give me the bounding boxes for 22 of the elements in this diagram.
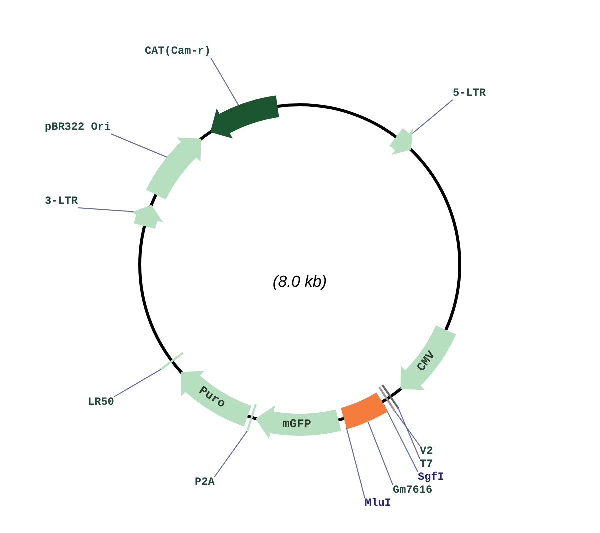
leader-line: [346, 426, 366, 498]
feature-label: P2A: [195, 477, 215, 489]
leader-line: [410, 100, 454, 136]
leader-line: [394, 410, 420, 446]
feature-label: V2: [420, 446, 434, 458]
feature-label: LR50: [88, 397, 114, 409]
plasmid-size: (8.0 kb): [272, 274, 328, 292]
feature-label: pBR322 Ori: [45, 122, 112, 134]
leader-line: [210, 58, 240, 106]
leader-line: [110, 134, 168, 158]
feature-label: Gm7616: [393, 485, 433, 497]
leader-line: [114, 369, 162, 398]
feature-label: 5-LTR: [453, 88, 486, 100]
leader-line: [368, 421, 394, 486]
leader-line: [398, 408, 420, 460]
leader-line: [214, 430, 248, 478]
feature-label: mGFP: [282, 418, 312, 432]
feature-label: SgfI: [418, 472, 444, 484]
feature-label: 3-LTR: [45, 196, 78, 208]
feature-label: CAT(Cam-r): [145, 46, 212, 58]
feature-label: T7: [420, 459, 434, 471]
feature-label: MluI: [365, 498, 392, 510]
